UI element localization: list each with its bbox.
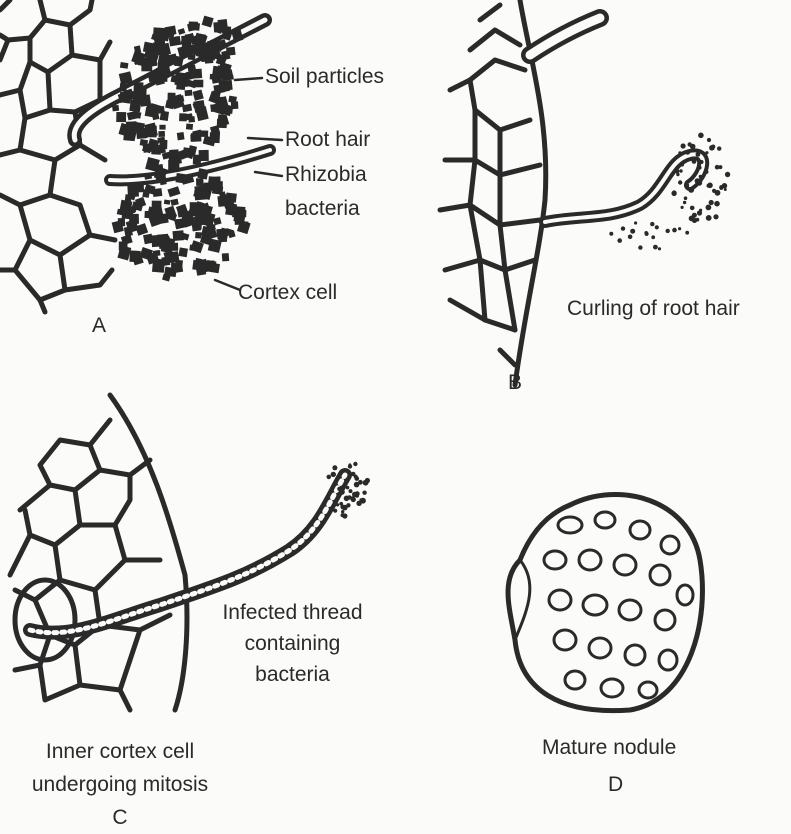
label-rhizobia-line2: bacteria	[285, 196, 360, 222]
panel-c-cortex-cells	[10, 395, 187, 710]
panel-letter-d: D	[608, 772, 623, 798]
panel-d-nodule-cells	[515, 512, 693, 698]
label-mature-nodule: Mature nodule	[542, 735, 676, 761]
panel-a-soil-particles	[112, 16, 251, 282]
panel-letter-b: B	[508, 370, 522, 396]
label-inner-cortex-line2: undergoing mitosis	[0, 772, 240, 798]
label-inner-cortex-line1: Inner cortex cell	[0, 739, 240, 765]
panel-b-rhizobia-bacteria	[609, 133, 730, 251]
label-infected-thread-line2: containing	[195, 631, 390, 657]
panel-letter-a: A	[92, 313, 106, 339]
panel-a-cortex-cells	[0, 0, 115, 312]
label-root-hair: Root hair	[285, 127, 370, 153]
label-curling-root-hair: Curling of root hair	[567, 296, 740, 322]
panel-letter-c: C	[0, 805, 240, 831]
label-soil-particles: Soil particles	[265, 64, 384, 90]
label-cortex-cell: Cortex cell	[238, 280, 337, 306]
label-rhizobia-line1: Rhizobia	[285, 162, 367, 188]
label-infected-thread-line3: bacteria	[195, 662, 390, 688]
label-infected-thread-line1: Infected thread	[195, 600, 390, 626]
